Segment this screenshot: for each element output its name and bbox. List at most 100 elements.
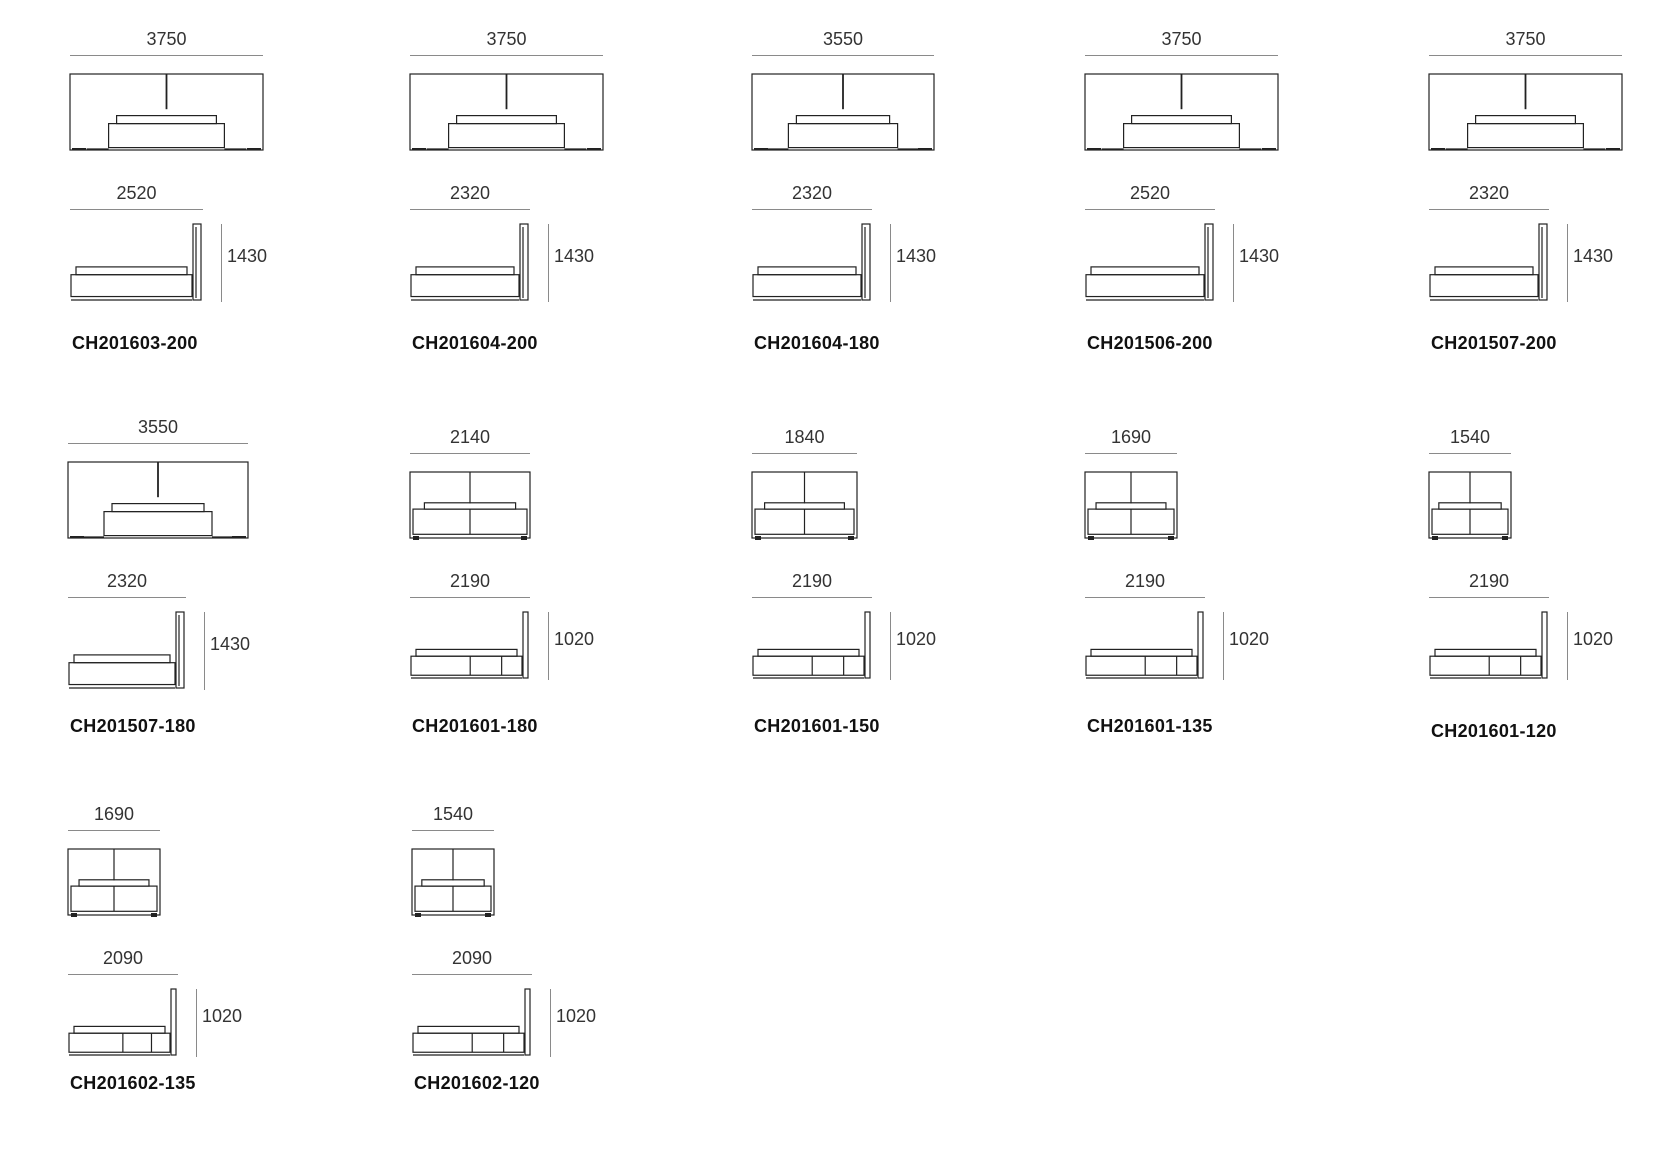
bed-base: [410, 655, 523, 676]
front-width-label: 1540: [1449, 427, 1491, 447]
bed-side-view: [1085, 223, 1214, 301]
headboard-upright: [861, 223, 871, 301]
bed-leg: [1168, 536, 1174, 540]
mattress: [1090, 266, 1200, 276]
front-width-label: 3550: [137, 417, 179, 437]
model-code: CH201507-180: [70, 716, 196, 736]
headboard-upright: [522, 611, 529, 679]
model-code: CH201604-200: [412, 333, 538, 353]
side-length-dimension-line: [410, 209, 530, 210]
bed-base: [1122, 122, 1241, 149]
model-code: CH201601-150: [754, 716, 880, 736]
side-height-label: 1020: [556, 1006, 597, 1026]
side-height-label: 1020: [202, 1006, 243, 1026]
front-width-dimension-line: [1085, 453, 1177, 454]
side-height-dimension-line: [196, 989, 197, 1057]
side-height-dimension-line: [548, 612, 549, 680]
bed-base: [68, 662, 176, 686]
side-height-dimension-line: [550, 989, 551, 1057]
bed-foot: [587, 148, 601, 150]
bed-front-view: [69, 73, 264, 151]
side-length-dimension-line: [68, 597, 186, 598]
mattress-top: [764, 502, 846, 510]
bed-base: [752, 274, 862, 298]
bed-base: [410, 274, 520, 298]
mattress-top: [111, 502, 205, 513]
front-width-label: 1840: [784, 427, 825, 447]
side-length-dimension-line: [410, 597, 530, 598]
side-length-label: 2520: [116, 183, 157, 203]
side-length-dimension-line: [412, 974, 532, 975]
headboard-upright: [170, 988, 177, 1056]
bed-base: [1429, 655, 1542, 676]
side-length-dimension-line: [1429, 597, 1549, 598]
bed-foot: [1431, 148, 1445, 150]
front-width-dimension-line: [1085, 55, 1278, 56]
mattress: [73, 654, 171, 664]
bed-side-view: [70, 223, 202, 301]
side-length-dimension-line: [752, 597, 872, 598]
side-length-dimension-line: [70, 209, 203, 210]
bed-base: [103, 510, 213, 537]
bed-leg: [415, 913, 421, 917]
bed-base: [70, 274, 193, 298]
headboard-upright: [192, 223, 202, 301]
bed-base: [412, 1032, 525, 1053]
bed-side-view: [68, 988, 177, 1056]
bed-side-view: [412, 988, 531, 1056]
side-length-dimension-line: [68, 974, 178, 975]
side-height-dimension-line: [890, 224, 891, 302]
model-code: CH201601-120: [1431, 721, 1557, 741]
side-height-label: 1430: [1239, 246, 1280, 266]
bed-front-view: [751, 471, 858, 540]
model-code: CH201506-200: [1087, 333, 1213, 353]
bed-base: [1085, 655, 1198, 676]
side-height-dimension-line: [1233, 224, 1234, 302]
headboard-upright: [524, 988, 531, 1056]
mattress: [75, 266, 188, 276]
side-height-dimension-line: [890, 612, 891, 680]
bed-leg: [848, 536, 854, 540]
bed-leg: [1502, 536, 1508, 540]
side-length-label: 2190: [791, 571, 833, 591]
bed-foot: [754, 148, 768, 150]
front-width-label: 2140: [449, 427, 491, 447]
headboard-upright: [519, 223, 529, 301]
side-height-label: 1020: [896, 629, 937, 649]
bed-side-view: [68, 611, 185, 689]
mattress: [73, 1025, 166, 1034]
headboard-upright: [1204, 223, 1214, 301]
side-height-dimension-line: [1567, 612, 1568, 680]
side-length-label: 2320: [449, 183, 491, 203]
bed-foot: [232, 536, 246, 538]
side-length-dimension-line: [1085, 597, 1205, 598]
bed-base: [787, 122, 899, 149]
bed-front-view: [1428, 73, 1623, 151]
front-width-label: 3750: [146, 29, 187, 49]
bed-leg: [521, 536, 527, 540]
front-width-dimension-line: [410, 453, 530, 454]
mattress: [757, 648, 860, 657]
bed-front-view: [409, 73, 604, 151]
side-length-label: 2190: [1124, 571, 1166, 591]
bed-base: [1466, 122, 1585, 149]
bed-front-view: [1428, 471, 1512, 540]
side-length-label: 2190: [1468, 571, 1510, 591]
headboard-upright: [175, 611, 185, 689]
bed-leg: [71, 913, 77, 917]
mattress-top: [1095, 502, 1167, 510]
bed-foot: [72, 148, 86, 150]
bed-foot: [918, 148, 932, 150]
side-height-dimension-line: [548, 224, 549, 302]
side-length-label: 2320: [1468, 183, 1510, 203]
side-height-dimension-line: [221, 224, 222, 302]
mattress-top: [455, 114, 558, 125]
bed-side-view: [752, 611, 871, 679]
front-width-dimension-line: [1429, 55, 1622, 56]
bed-front-view: [751, 73, 935, 151]
front-width-label: 1690: [93, 804, 135, 824]
mattress-top: [78, 879, 150, 887]
side-length-dimension-line: [1085, 209, 1215, 210]
headboard-upright: [864, 611, 871, 679]
